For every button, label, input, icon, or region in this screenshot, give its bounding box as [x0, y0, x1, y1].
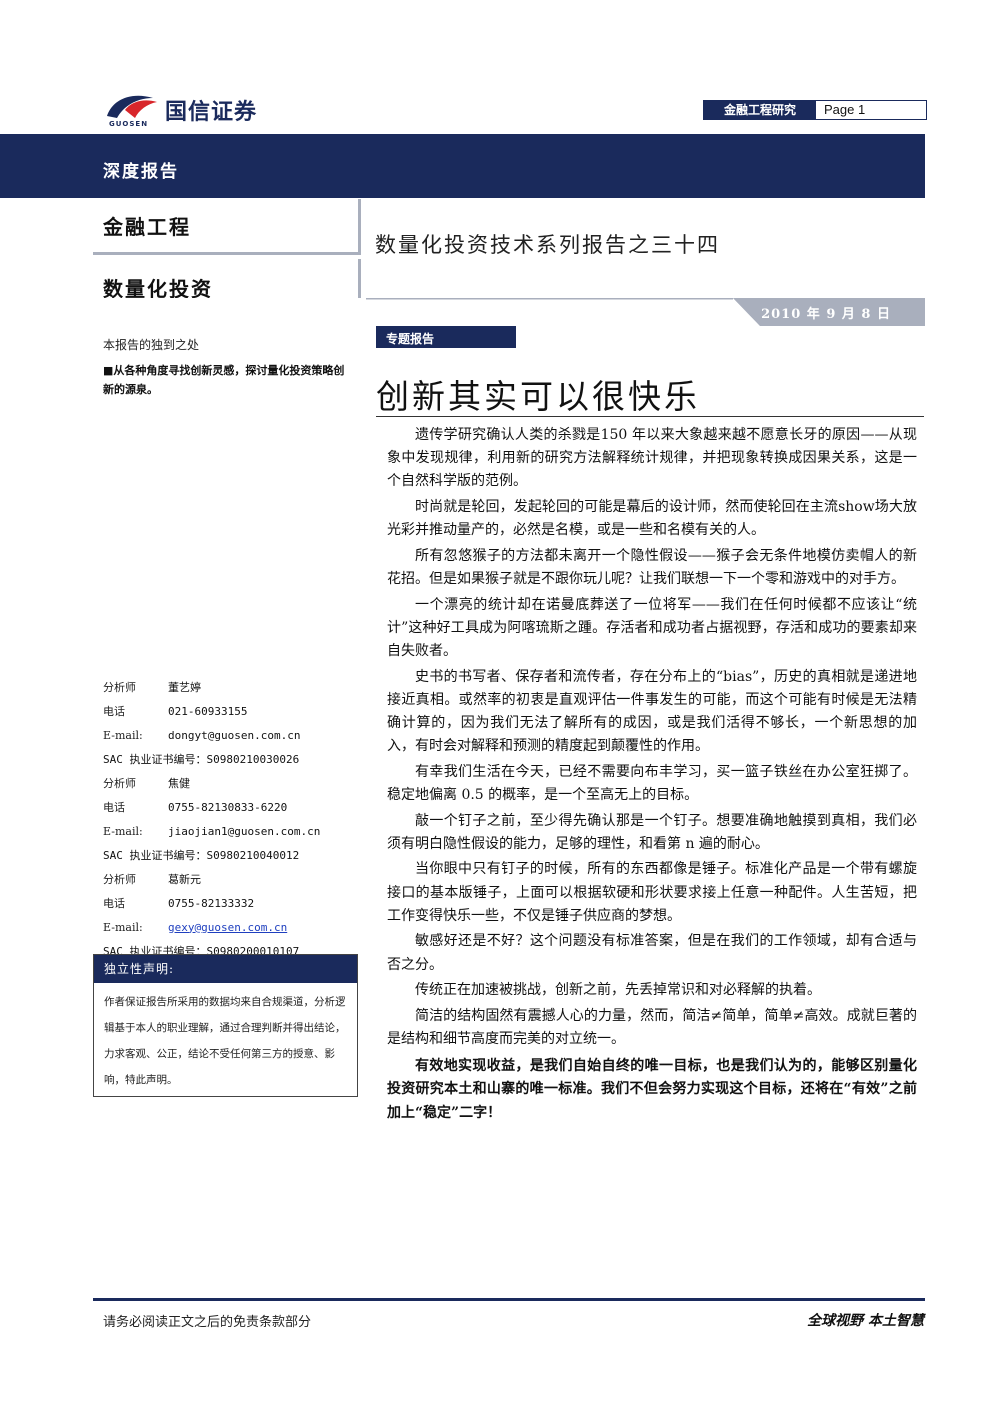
analyst-row: 分析师 焦健	[103, 771, 361, 795]
paragraph: 有幸我们生活在今天，已经不需要向布丰学习，买一篮子铁丝在办公室狂掷了。稳定地偏离…	[387, 763, 917, 803]
email-label: E-mail:	[103, 920, 143, 934]
date-bar: 2010 年 9 月 8 日	[0, 298, 925, 326]
report-tag: 专题报告	[376, 326, 516, 348]
category-box-primary: 金融工程	[93, 199, 361, 255]
phone-label: 电话	[103, 897, 125, 910]
independence-title: 独立性声明:	[94, 955, 357, 983]
independence-statement: 独立性声明: 作者保证报告所采用的数据均来自合规渠道，分析逻辑基于本人的职业理解…	[93, 954, 358, 1097]
email-value: dongyt@guosen.com.cn	[168, 728, 301, 742]
analyst-contacts: 分析师 董艺婷 电话 021-60933155 E-mail: dongyt@guos…	[103, 675, 361, 963]
category-secondary: 数量化投资	[103, 277, 213, 301]
paragraph: 史书的书写者、保存者和流传者，存在分布上的“bias”，历史的真相就是递进地接近…	[387, 668, 917, 755]
phone-row: 电话 021-60933155	[103, 699, 361, 723]
footer-divider	[93, 1298, 925, 1301]
logo-subtext: GUOSEN	[109, 120, 149, 128]
phone-value: 0755-82133332	[168, 896, 255, 910]
phone-row: 电话 0755-82130833-6220	[103, 795, 361, 819]
sac-number: SAC 执业证书编号：S0980210040012	[103, 849, 300, 862]
analyst-label: 分析师	[103, 873, 136, 886]
paragraph: 敲一个钉子之前，至少得先确认那是一个钉子。想要准确地触摸到真相，我们必须有明白隐…	[387, 812, 917, 852]
category-box-secondary: 数量化投资	[93, 259, 361, 301]
report-date: 2010 年 9 月 8 日	[761, 307, 891, 322]
report-tag-label: 专题报告	[386, 332, 435, 346]
email-row: E-mail: jiaojian1@guosen.com.cn	[103, 819, 361, 843]
sac-number: SAC 执业证书编号：S0980210030026	[103, 753, 300, 766]
unique-points-body: ■从各种角度寻找创新灵感，探讨量化投资策略创新的源泉。	[103, 364, 345, 396]
email-label: E-mail:	[103, 728, 143, 742]
email-label: E-mail:	[103, 824, 143, 838]
analyst-label: 分析师	[103, 777, 136, 790]
paragraph: 当你眼中只有钉子的时候，所有的东西都像是锤子。标准化产品是一个带有螺旋接口的基本…	[387, 861, 917, 924]
footer-disclaimer: 请务必阅读正文之后的免责条款部分	[103, 1315, 312, 1330]
page-number: Page 1	[824, 102, 866, 117]
email-value: jiaojian1@guosen.com.cn	[168, 824, 321, 838]
article-body: 遗传学研究确认人类的杀戮是150 年以来大象越来越不愿意长牙的原因——从现象中发…	[387, 424, 917, 1127]
report-type-banner: 深度报告	[0, 134, 925, 198]
paragraph: 简洁的结构固然有震撼人心的力量，然而，简洁≠简单，简单≠高效。成就巨著的是结构和…	[387, 1007, 917, 1047]
paragraph: 遗传学研究确认人类的杀戮是150 年以来大象越来越不愿意长牙的原因——从现象中发…	[387, 427, 917, 490]
closing-statement: 有效地实现收益，是我们自始自终的唯一目标，也是我们认为的，能够区别量化投资研究本…	[387, 1058, 917, 1121]
guosen-logo-mark-icon	[107, 95, 157, 118]
analyst-name: 葛新元	[168, 873, 201, 886]
date-bar-shape	[0, 298, 925, 326]
category-primary: 金融工程	[103, 215, 191, 239]
title-divider	[376, 416, 924, 417]
paragraph: 传统正在加速被挑战，创新之前，先丢掉常识和对必释解的执着。	[415, 982, 821, 999]
logo-text: 国信证券	[165, 100, 258, 125]
analyst-name: 董艺婷	[168, 681, 201, 694]
email-row: E-mail: gexy@guosen.com.cn	[103, 915, 361, 939]
phone-label: 电话	[103, 801, 125, 814]
phone-row: 电话 0755-82133332	[103, 891, 361, 915]
footer-slogan: 全球视野 本土智慧	[807, 1313, 924, 1329]
sac-row: SAC 执业证书编号：S0980210030026	[103, 747, 361, 771]
series-title: 数量化投资技术系列报告之三十四	[375, 233, 720, 257]
email-row: E-mail: dongyt@guosen.com.cn	[103, 723, 361, 747]
paragraph: 一个漂亮的统计却在诺曼底葬送了一位将军——我们在任何时候都不应该让“统计”这种好…	[387, 596, 917, 659]
analyst-row: 分析师 董艺婷	[103, 675, 361, 699]
analyst-row: 分析师 葛新元	[103, 867, 361, 891]
guosen-logo: 国信证券 GUOSEN	[103, 88, 303, 130]
paragraph: 时尚就是轮回，发起轮回的可能是幕后的设计师，然而使轮回在主流show场大放光彩并…	[387, 499, 917, 539]
phone-value: 021-60933155	[168, 704, 248, 718]
report-type-label: 深度报告	[103, 162, 179, 182]
analyst-block: 分析师 焦健 电话 0755-82130833-6220 E-mail: jiaoji…	[103, 771, 361, 867]
header-tag-box: 金融工程研究 Page 1	[703, 100, 927, 120]
analyst-label: 分析师	[103, 681, 136, 694]
email-link[interactable]: gexy@guosen.com.cn	[168, 920, 288, 934]
sac-row: SAC 执业证书编号：S0980210040012	[103, 843, 361, 867]
paragraph: 敏感好还是不好？这个问题没有标准答案，但是在我们的工作领域，却有合适与否之分。	[387, 933, 917, 973]
phone-value: 0755-82130833-6220	[168, 800, 288, 814]
analyst-block: 分析师 董艺婷 电话 021-60933155 E-mail: dongyt@guos…	[103, 675, 361, 771]
phone-label: 电话	[103, 705, 125, 718]
independence-body: 作者保证报告所采用的数据均来自合规渠道，分析逻辑基于本人的职业理解，通过合理判断…	[104, 996, 346, 1086]
unique-points-title: 本报告的独到之处	[103, 338, 200, 352]
analyst-name: 焦健	[168, 777, 190, 790]
header-category-tag: 金融工程研究	[704, 101, 816, 119]
paragraph: 所有忽悠猴子的方法都未离开一个隐性假设——猴子会无条件地模仿卖帽人的新花招。但是…	[387, 547, 917, 587]
analyst-block: 分析师 葛新元 电话 0755-82133332 E-mail: gexy@guose…	[103, 867, 361, 963]
article-title: 创新其实可以很快乐	[376, 377, 700, 416]
